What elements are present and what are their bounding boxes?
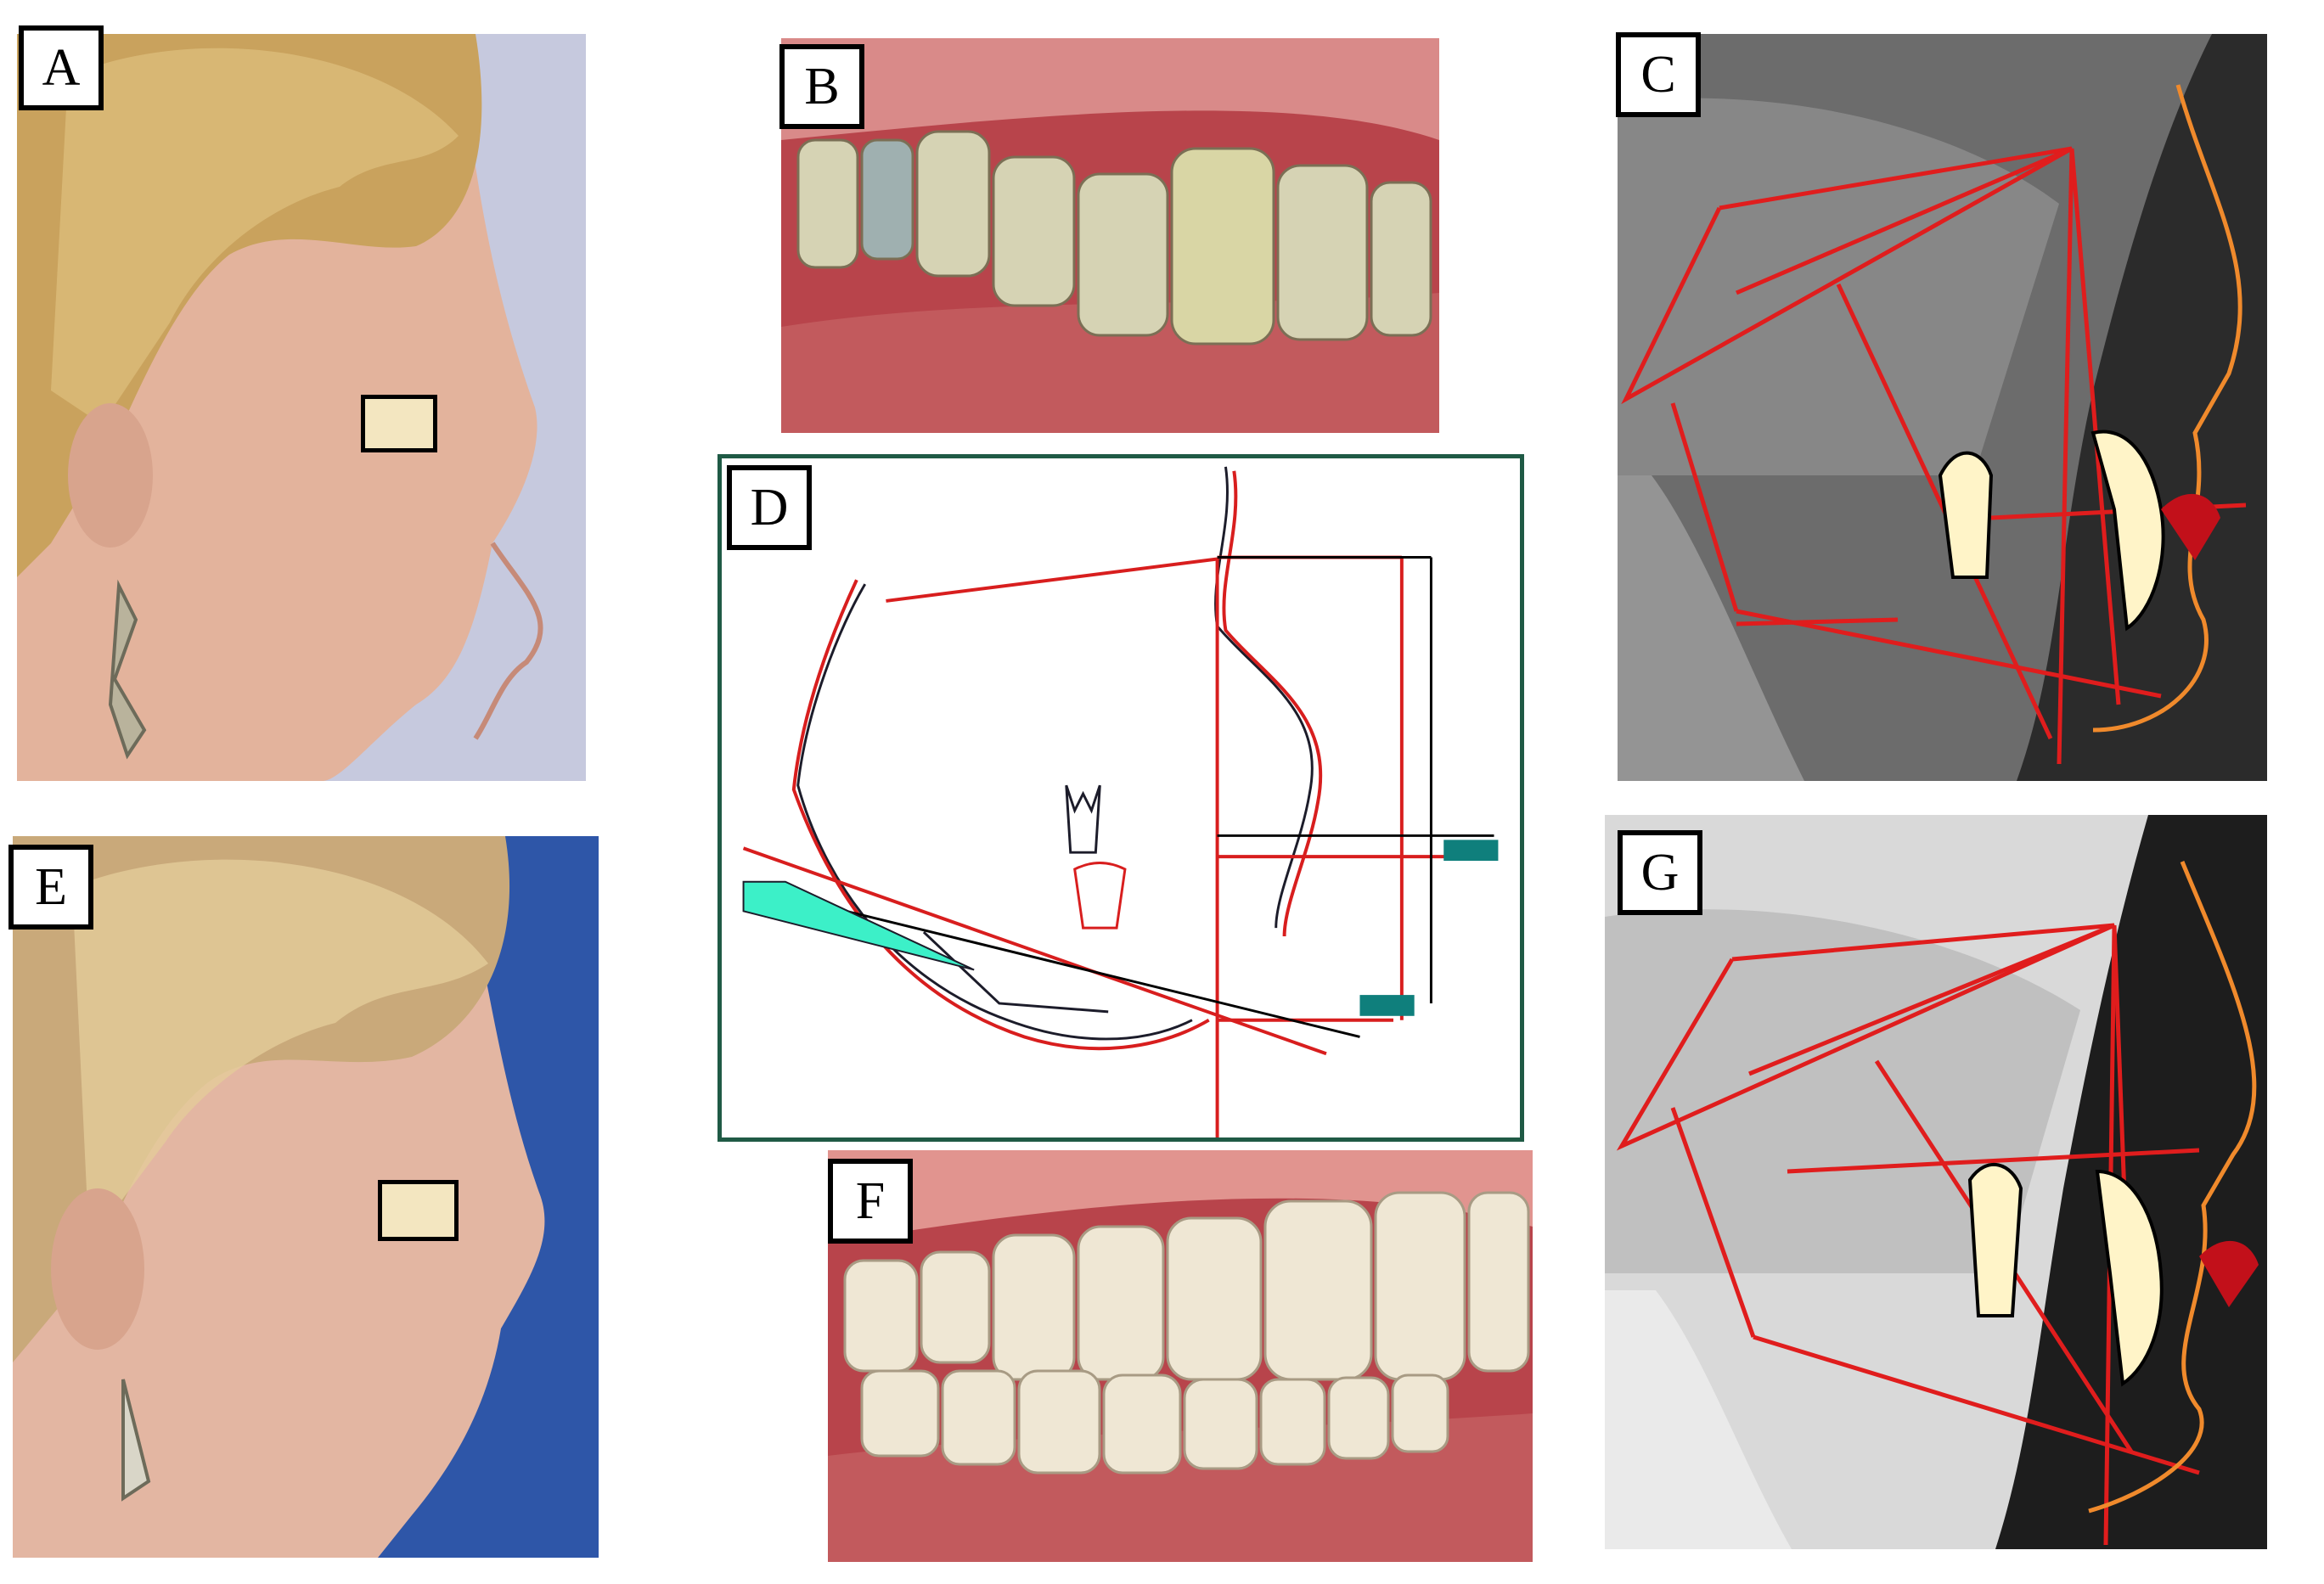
soft-tissue-profile [2088, 861, 2257, 1514]
ear [51, 1188, 144, 1350]
post-treatment-tracing [742, 470, 1494, 1137]
panel-label-g: G [1618, 830, 1702, 915]
intraoral-photo-after [828, 1150, 1533, 1562]
ear [68, 403, 153, 548]
eye-mask [361, 395, 437, 452]
earring [121, 1379, 151, 1502]
incisor [2090, 430, 2165, 632]
molar [1967, 1162, 2023, 1317]
cephalogram-before [1618, 34, 2267, 781]
incisor [2095, 1169, 2164, 1387]
panel-c-ceph-before [1618, 34, 2267, 781]
reference-frame [743, 556, 1494, 1038]
teeth-row [843, 1191, 1530, 1474]
pre-treatment-tracing [796, 466, 1314, 1041]
lips [2161, 493, 2220, 560]
molar-outline [1065, 784, 1101, 854]
intraoral-photo-before [781, 38, 1439, 433]
eye-mask [378, 1180, 459, 1241]
panel-label-c: C [1616, 32, 1701, 117]
panel-label-b: B [779, 44, 864, 129]
molar-outline-post [1073, 862, 1127, 930]
panel-d-tracing [717, 454, 1524, 1142]
panel-label-f: F [828, 1159, 913, 1244]
molar [1938, 451, 1994, 579]
panel-label-a: A [19, 25, 104, 110]
teeth-row [796, 130, 1432, 345]
profile-photo-after [13, 836, 599, 1558]
earring [108, 579, 147, 760]
panel-a-profile-before [17, 34, 586, 781]
panel-f-teeth-after [828, 1150, 1533, 1562]
tracing-superimposition [742, 466, 1499, 1137]
panel-b-teeth-before [781, 38, 1439, 433]
marker-bar-upper [1443, 840, 1499, 862]
cephalogram-after [1605, 815, 2267, 1549]
panel-label-e: E [8, 845, 93, 930]
angle-wedge [742, 880, 975, 971]
marker-bar-lower [1359, 995, 1415, 1016]
panel-e-profile-after [13, 836, 599, 1558]
lips [2199, 1240, 2259, 1307]
profile-photo-before [17, 34, 586, 781]
panel-g-ceph-after [1605, 815, 2267, 1549]
panel-label-d: D [727, 465, 812, 550]
